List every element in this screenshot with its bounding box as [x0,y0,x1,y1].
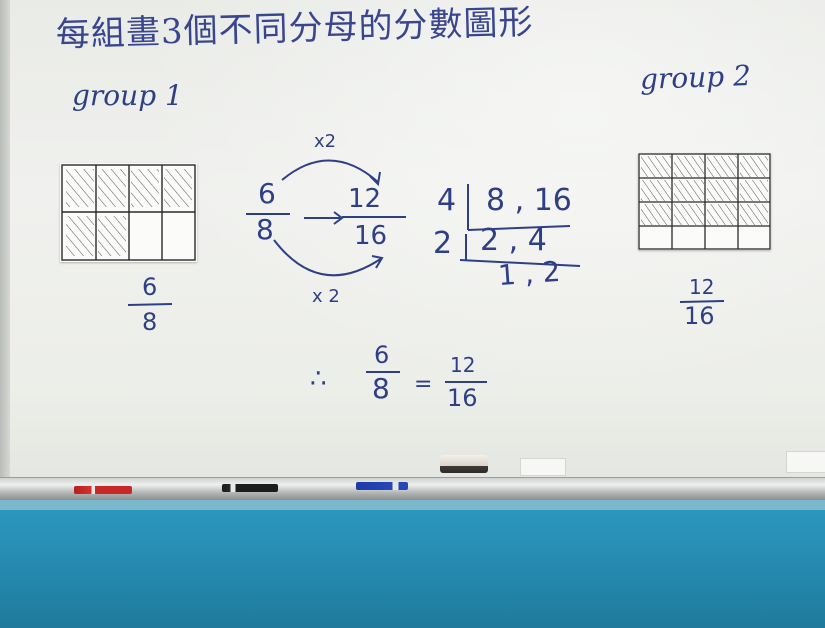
black-marker[interactable] [222,484,278,492]
marker-tray [0,477,825,500]
conclusion-right-bar [445,381,487,383]
top-multiplier-label: x2 [314,131,337,152]
conclusion-left-bar [366,371,400,373]
group1-fraction-grid [61,164,196,261]
blue-marker[interactable] [356,482,408,490]
bottom-multiplier-label: x 2 [312,286,340,307]
whiteboard-frame-edge [0,0,10,500]
group1-fraction-denominator: 8 [142,308,158,336]
division-values-2: 2 , 4 [480,223,547,258]
conclusion-left-denominator: 8 [372,372,390,405]
conclusion-left-numerator: 6 [374,341,390,369]
group2-label: group 2 [639,59,752,96]
group1-fraction-bar [127,303,173,306]
division-values-1: 8 , 16 [486,183,572,218]
left-numerator: 6 [258,177,276,210]
group2-shaded-cells [641,156,768,225]
paper-scrap [520,458,566,476]
group2-fraction-card [638,153,771,250]
conclusion-right-numerator: 12 [450,353,476,377]
whiteboard-eraser[interactable] [440,455,488,473]
left-fraction-bar [246,213,290,215]
right-fraction-bar [342,216,406,218]
division-divisor-1: 4 [437,183,457,218]
paper-scrap-right [786,451,825,473]
group2-fraction-bar [679,300,725,303]
conclusion-right-denominator: 16 [447,384,478,412]
red-marker[interactable] [74,486,132,494]
classroom-wall [0,508,825,628]
right-denominator: 16 [354,221,388,251]
group1-shaded-cells [66,169,192,256]
division-divisor-2: 2 [433,226,453,261]
conclusion-equals: = [414,372,433,397]
right-numerator: 12 [348,184,382,214]
group2-fraction-denominator: 16 [684,302,715,330]
wall-trim [0,498,825,510]
therefore-symbol: ∴ [310,364,327,394]
division-lines [459,184,581,267]
group1-fraction-card [60,163,197,262]
left-denominator: 8 [256,213,274,246]
multiply-arrows [273,159,384,277]
group2-fraction-numerator: 12 [689,275,715,299]
group1-label: group 1 [72,79,183,112]
group2-fraction-grid [638,153,771,250]
group1-fraction-numerator: 6 [142,273,158,301]
